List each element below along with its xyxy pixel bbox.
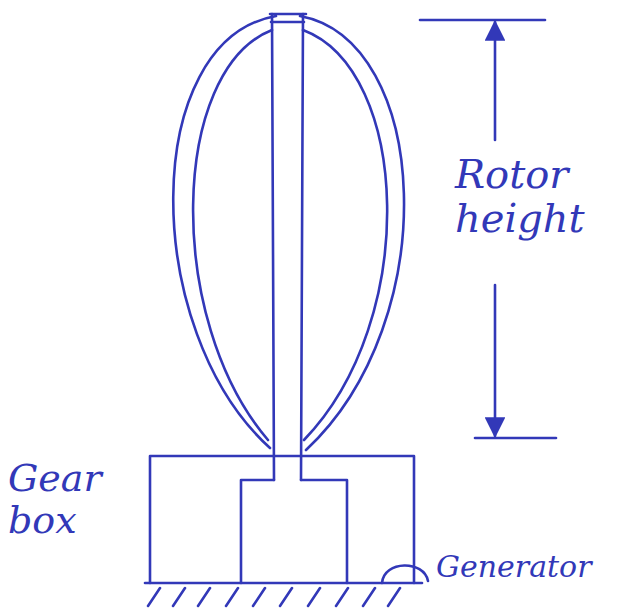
dimension-label: Rotor height (455, 152, 630, 240)
left-blade (193, 30, 272, 440)
dimension-arrow (494, 22, 497, 140)
ground-line (145, 582, 422, 585)
rotor-shaft (272, 14, 303, 480)
dimension-extension (420, 19, 545, 22)
part-label: Gear box (8, 458, 140, 542)
right-blade (300, 16, 404, 450)
generator-body (241, 480, 347, 583)
ground-hatch (148, 588, 400, 606)
right-blade (303, 30, 387, 440)
dimension-arrow (494, 285, 497, 436)
dimension-extension (475, 437, 556, 440)
leader-arc (382, 565, 428, 583)
left-blade (173, 16, 276, 448)
part-label: Generator (436, 550, 631, 583)
gear-box-housing (150, 456, 414, 583)
